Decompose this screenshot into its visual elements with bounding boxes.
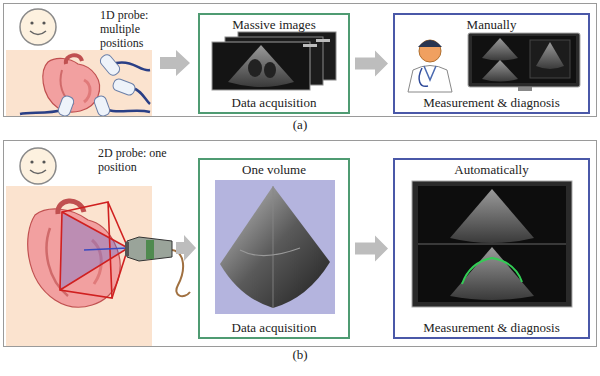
flow-arrow bbox=[355, 51, 388, 77]
probe-1d bbox=[20, 53, 150, 118]
flow-arrow bbox=[355, 236, 388, 262]
volume-render bbox=[215, 180, 335, 314]
box-text: Data acquisition bbox=[232, 95, 317, 110]
probe-label: 1D probe: multiple positions bbox=[100, 8, 156, 50]
probe-label: 2D probe: one position bbox=[98, 146, 170, 174]
monitor-screen bbox=[412, 181, 572, 307]
panel-label: (b) bbox=[4, 347, 596, 362]
panel-frame: (b)One volumeData acquisitionAutomatical… bbox=[3, 140, 597, 347]
box-text: Measurement & diagnosis bbox=[423, 95, 559, 110]
box-text: Data acquisition bbox=[232, 320, 317, 335]
diagnosis-box: ManuallyMeasurement & diagnosis bbox=[393, 13, 590, 114]
panel-label: (a) bbox=[4, 117, 596, 132]
probe-2d-frustum bbox=[60, 202, 128, 298]
box-text: Measurement & diagnosis bbox=[423, 320, 559, 335]
panel-frame: (a)Massive imagesData acquisitionManuall… bbox=[3, 3, 597, 117]
monitor-icon bbox=[468, 33, 580, 91]
box-text: One volume bbox=[242, 162, 306, 177]
box-text: Manually bbox=[467, 17, 517, 32]
flow-arrow bbox=[176, 235, 196, 261]
acquisition-box: One volumeData acquisition bbox=[198, 158, 350, 339]
box-text: Massive images bbox=[232, 17, 315, 32]
diagnosis-box: AutomaticallyMeasurement & diagnosis bbox=[393, 158, 590, 339]
doctor-icon bbox=[408, 40, 452, 92]
box-text: Automatically bbox=[454, 162, 528, 177]
flow-arrow bbox=[160, 50, 190, 76]
acquisition-box: Massive imagesData acquisition bbox=[198, 13, 350, 114]
ultrasound-stack bbox=[212, 32, 336, 90]
